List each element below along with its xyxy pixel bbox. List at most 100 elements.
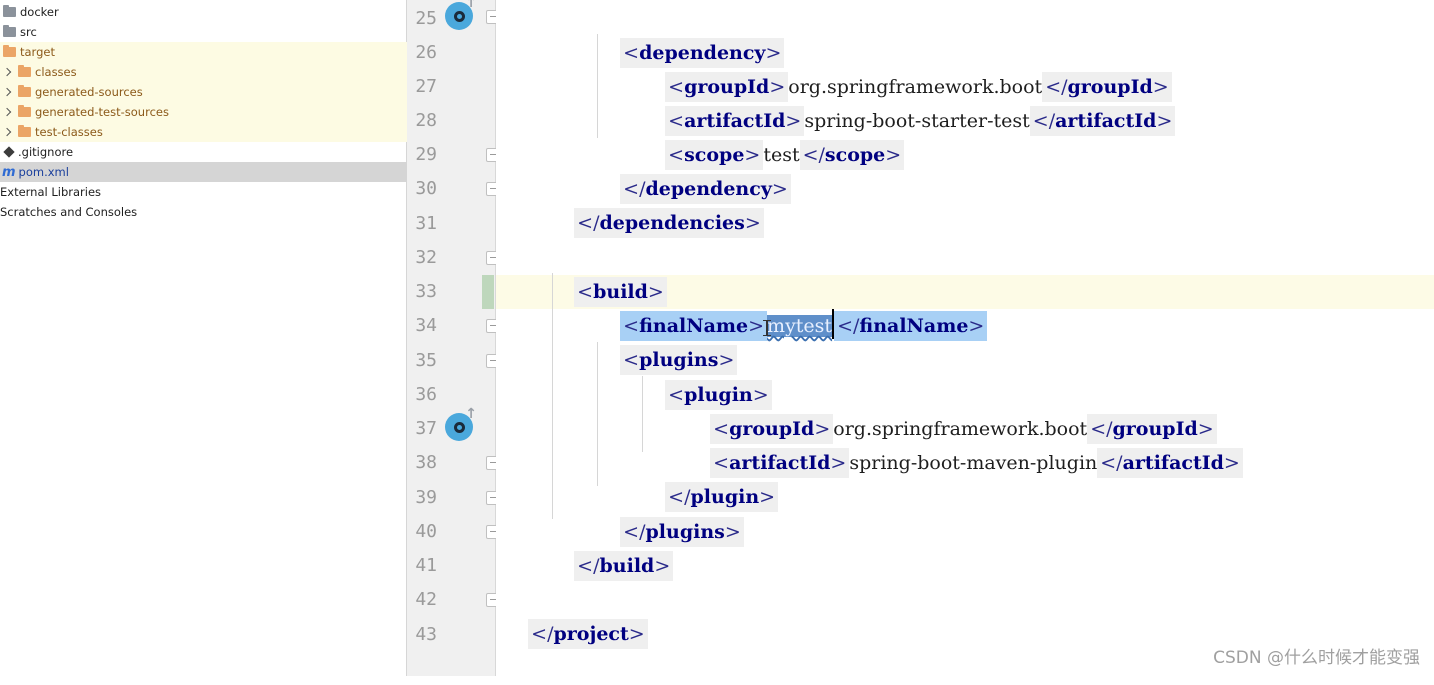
xml-tag: plugin [684,384,753,406]
xml-text: org.springframework.boot [788,76,1043,98]
selected-text[interactable]: mytest [767,315,833,337]
code-line[interactable]: </dependency> [596,138,791,204]
folder-icon [18,105,31,117]
xml-tag: scope [824,144,886,166]
project-tree: docker src target classes generated-sour… [0,0,410,676]
maven-file-icon: m [2,164,16,180]
xml-tag: plugins [639,349,719,371]
tree-item-label: generated-sources [35,85,143,99]
text-caret [832,309,835,339]
code-line[interactable]: <artifactId>spring-boot-starter-test</ar… [641,70,1176,136]
chevron-right-icon[interactable] [4,128,12,136]
line-number: 34 [415,315,437,336]
line-number: 30 [415,178,437,199]
xml-tag: artifactId [1122,452,1224,474]
line-number: 32 [415,247,437,268]
tree-item-src[interactable]: src [0,22,409,42]
xml-tag: artifactId [1055,110,1157,132]
tree-item-generated-test-sources[interactable]: generated-test-sources [0,102,410,122]
folder-icon [3,5,16,17]
line-number: 42 [415,589,437,610]
code-line[interactable]: <scope>test</scope> [641,104,905,170]
xml-tag: artifactId [729,452,831,474]
code-line[interactable]: </project> [504,583,648,649]
xml-tag: artifactId [684,110,786,132]
xml-text: test [763,144,800,166]
code-line[interactable]: <plugin> [641,344,772,410]
tree-item-classes[interactable]: classes [0,62,410,82]
tree-item-pom-xml[interactable]: m pom.xml [0,162,408,182]
line-number: 27 [415,76,437,97]
tree-item-label: .gitignore [18,145,74,159]
vcs-change-marker[interactable] [482,275,494,309]
xml-tag: dependency [639,42,766,64]
line-number: 33 [415,281,437,302]
xml-tag: project [553,623,629,645]
xml-tag: groupId [729,418,815,440]
code-line[interactable]: </build> [550,515,674,581]
xml-tag: dependency [645,178,772,200]
tree-item-label: src [20,25,37,39]
code-line[interactable]: <groupId>org.springframework.boot</group… [686,378,1217,444]
xml-tag: plugin [690,486,760,508]
tree-item-gitignore[interactable]: .gitignore [0,142,408,162]
code-line-current[interactable]: <finalName>mytest</finalName> [596,275,988,341]
chevron-right-icon[interactable] [4,88,12,96]
xml-tag: dependencies [599,212,745,234]
xml-text: spring-boot-starter-test [804,110,1030,132]
line-number: 43 [415,624,437,645]
code-line[interactable]: </dependencies> [550,172,764,238]
line-number: 39 [415,487,437,508]
xml-tag: build [599,555,655,577]
run-override-icon[interactable]: ↑ [445,0,477,30]
xml-tag: scope [684,144,745,166]
watermark: CSDN @什么时候才能变强 [1213,648,1420,668]
run-override-icon[interactable]: ↑ [445,407,477,441]
xml-text: org.springframework.boot [833,418,1088,440]
tree-item-label: generated-test-sources [35,105,169,119]
code-line[interactable]: <artifactId>spring-boot-maven-plugin</ar… [686,412,1243,478]
line-number: 25 [415,8,437,29]
code-line[interactable]: <dependency> [596,2,785,68]
tree-item-external-libraries[interactable]: External Libraries [0,182,406,202]
tree-item-generated-sources[interactable]: generated-sources [0,82,410,102]
tree-item-scratches-consoles[interactable]: Scratches and Consoles [0,202,406,222]
tree-item-docker[interactable]: docker [0,2,409,22]
line-number: 38 [415,452,437,473]
chevron-right-icon[interactable] [4,68,12,76]
xml-tag: finalName [859,315,969,337]
folder-icon [3,45,16,57]
code-line[interactable]: <plugins> [596,309,738,375]
tree-item-label: pom.xml [18,165,69,179]
gitignore-file-icon [2,146,15,159]
code-line[interactable]: <build> [550,241,667,307]
tree-item-label: test-classes [35,125,103,139]
i-beam-cursor-icon [762,318,772,338]
line-number: 41 [415,555,437,576]
line-number: 40 [415,521,437,542]
xml-tag: finalName [639,315,749,337]
tree-item-target[interactable]: target [0,42,409,62]
xml-tag: groupId [1112,418,1198,440]
code-line[interactable]: </plugins> [596,481,744,547]
code-line[interactable]: <groupId>org.springframework.boot</group… [641,36,1172,102]
xml-tag: plugins [645,521,725,543]
folder-icon [18,85,31,97]
tree-item-test-classes[interactable]: test-classes [0,122,410,142]
line-number: 29 [415,144,437,165]
line-number: 31 [415,213,437,234]
chevron-right-icon[interactable] [4,108,12,116]
tree-item-label: classes [35,65,77,79]
line-number: 35 [415,350,437,371]
folder-icon [3,25,16,37]
code-editor[interactable]: <dependency> <groupId>org.springframewor… [496,0,1434,676]
xml-tag: groupId [1067,76,1153,98]
line-number: 26 [415,42,437,63]
tree-item-label: docker [20,5,59,19]
tree-item-label: Scratches and Consoles [0,205,138,219]
tree-item-label: External Libraries [0,185,102,199]
xml-tag: groupId [684,76,770,98]
folder-icon [18,65,31,77]
code-line[interactable]: </plugin> [641,446,779,512]
editor-gutter: 25 26 27 28 29 30 31 32 33 34 35 36 37 3… [407,0,501,676]
